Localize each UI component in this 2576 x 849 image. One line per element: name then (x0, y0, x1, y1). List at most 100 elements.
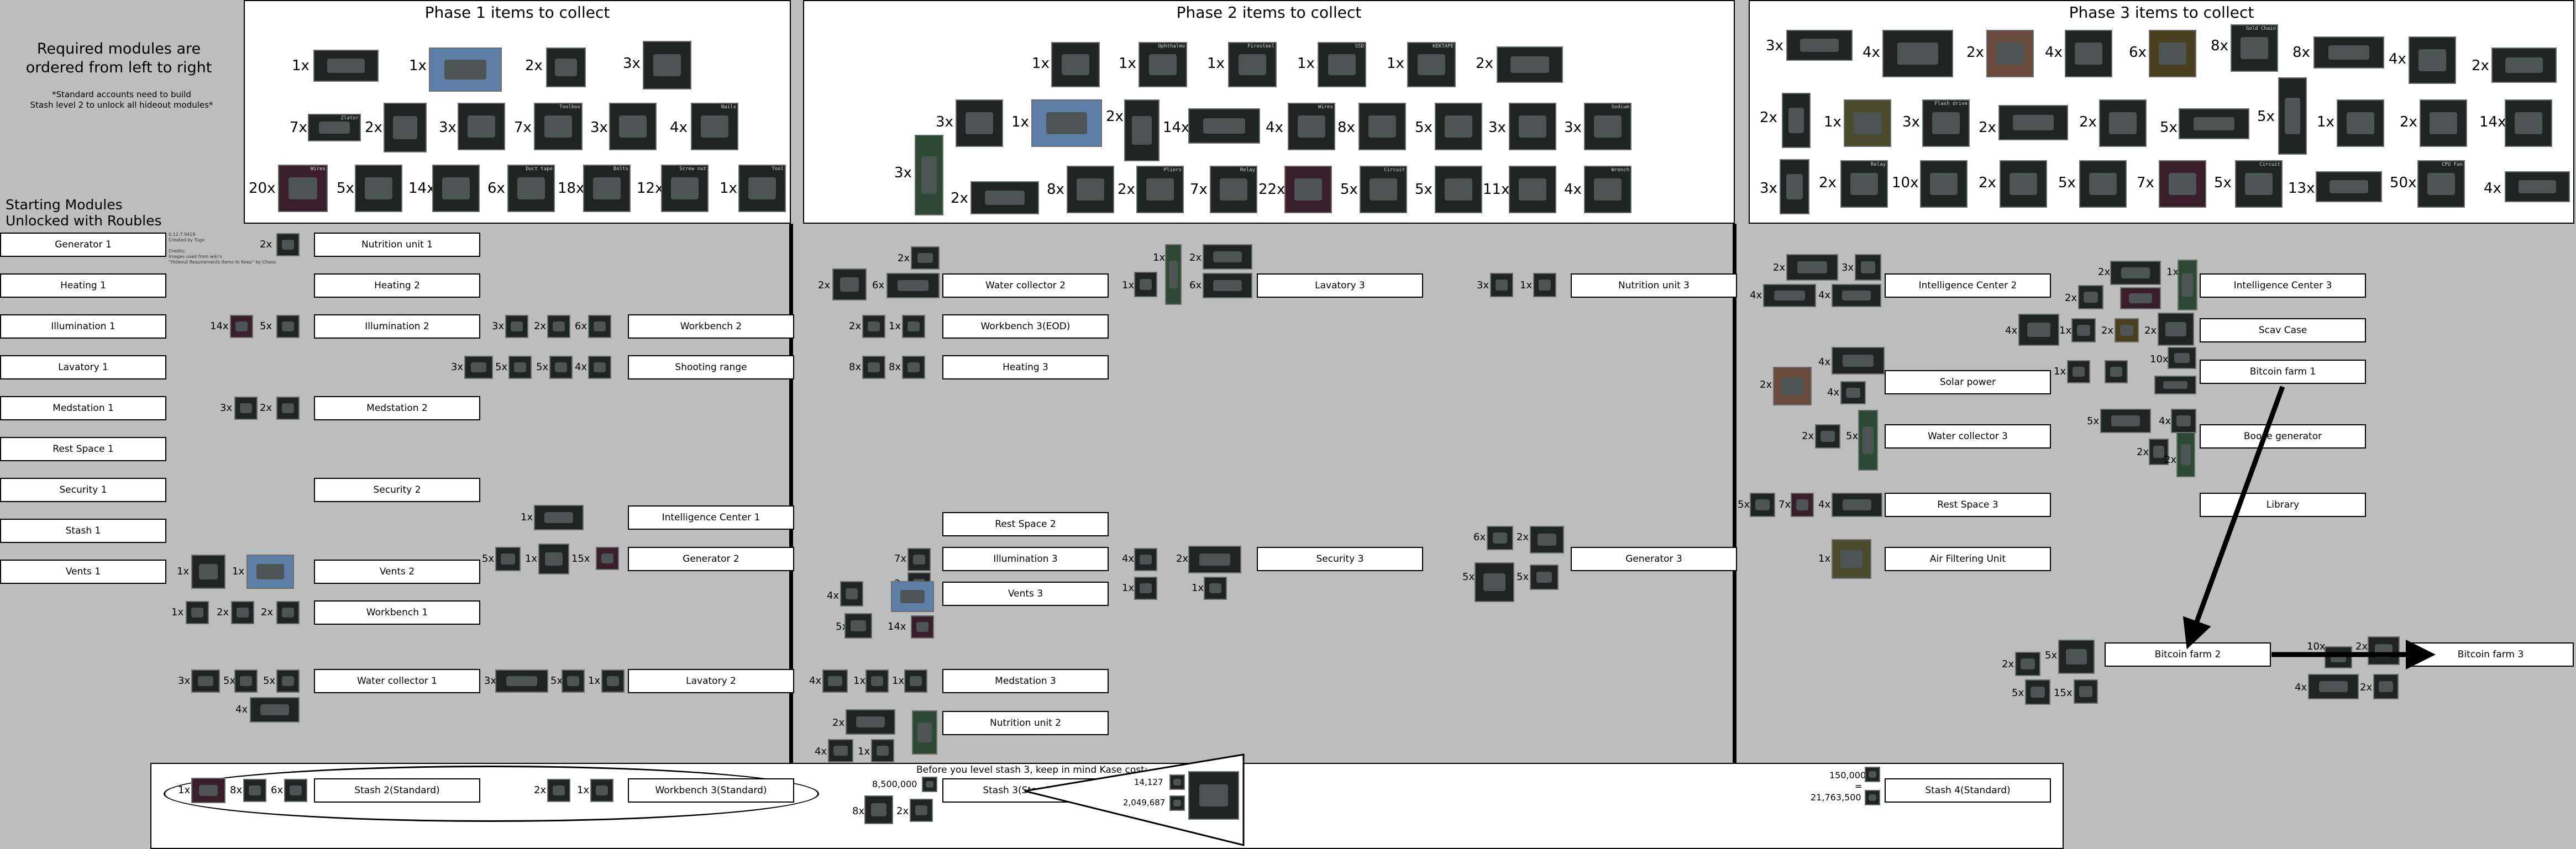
module-generator-2[interactable]: Generator 2 (628, 547, 794, 571)
rouble-icon (1865, 790, 1880, 805)
item-icon (2079, 160, 2127, 208)
module-solar-power[interactable]: Solar power (1885, 370, 2051, 394)
module-rest-space-1[interactable]: Rest Space 1 (0, 437, 166, 461)
item-icon (2018, 314, 2059, 346)
module-library[interactable]: Library (2200, 493, 2366, 517)
phase2-divider (1733, 224, 1736, 763)
module-lavatory-2[interactable]: Lavatory 2 (628, 669, 794, 693)
module-lavatory-1[interactable]: Lavatory 1 (0, 355, 166, 379)
phase3-qty: 2x (2472, 57, 2489, 74)
module-nutrition-unit-1[interactable]: Nutrition unit 1 (314, 233, 480, 257)
req-qty: 3x (178, 675, 191, 687)
item-icon: Wires (278, 165, 328, 212)
req-qty: 5x (260, 320, 272, 332)
module-vents-1[interactable]: Vents 1 (0, 560, 166, 584)
item-icon (2409, 36, 2456, 84)
item-icon (246, 555, 294, 589)
req-qty: 2x (818, 280, 831, 291)
module-water-collector-2[interactable]: Water collector 2 (942, 273, 1109, 298)
module-bitcoin-farm-1[interactable]: Bitcoin farm 1 (2200, 360, 2366, 384)
module-security-1[interactable]: Security 1 (0, 478, 166, 502)
module-security-3[interactable]: Security 3 (1257, 547, 1423, 571)
item-icon (822, 669, 848, 693)
req-qty: 1x (853, 675, 866, 687)
module-nutrition-unit-2[interactable]: Nutrition unit 2 (942, 711, 1109, 735)
item-icon (1204, 577, 1227, 600)
phase3-qty: 5x (2214, 175, 2232, 191)
module-intelligence-center-2[interactable]: Intelligence Center 2 (1885, 273, 2051, 298)
req-qty: 1x (1153, 252, 1166, 263)
module-medstation-3[interactable]: Medstation 3 (942, 669, 1109, 693)
module-rest-space-3[interactable]: Rest Space 3 (1885, 493, 2051, 517)
item-icon (562, 669, 585, 693)
phase2-qty: 14x (1163, 119, 1190, 136)
req-qty: 5x (1738, 499, 1750, 510)
module-lavatory-3[interactable]: Lavatory 3 (1257, 273, 1423, 298)
item-icon: Gold Chain (2231, 24, 2278, 72)
item-icon (1832, 539, 1871, 579)
module-scav-case[interactable]: Scav Case (2200, 318, 2366, 342)
module-heating-3[interactable]: Heating 3 (942, 355, 1109, 379)
item-icon (355, 165, 402, 212)
kase-icon (1188, 771, 1239, 820)
module-rest-space-2[interactable]: Rest Space 2 (942, 512, 1109, 536)
phase3-qty: 7x (2137, 175, 2154, 191)
item-icon (1844, 99, 1891, 147)
item-icon (1815, 424, 1840, 449)
module-water-collector-3[interactable]: Water collector 3 (1885, 424, 2051, 449)
module-stash-1[interactable]: Stash 1 (0, 519, 166, 543)
module-generator-1[interactable]: Generator 1 (0, 233, 166, 257)
module-stash-4-standard[interactable]: Stash 4(Standard) (1885, 778, 2051, 803)
item-icon (1435, 166, 1482, 213)
req-qty: 2x (832, 717, 845, 729)
item-icon (1203, 244, 1252, 270)
item-icon (508, 356, 532, 379)
module-medstation-1[interactable]: Medstation 1 (0, 396, 166, 420)
phase3-qty: 3x (1766, 38, 1783, 54)
item-icon: Sodium (1584, 103, 1631, 150)
item-icon (1165, 244, 1182, 305)
item-icon: Nails (691, 103, 738, 150)
module-workbench-2[interactable]: Workbench 2 (628, 314, 794, 339)
module-illumination-1[interactable]: Illumination 1 (0, 314, 166, 339)
phase3-qty: 1x (2317, 114, 2334, 130)
req-qty: 4x (809, 675, 822, 687)
module-stash-2-standard[interactable]: Stash 2(Standard) (314, 778, 480, 803)
module-nutrition-unit-3[interactable]: Nutrition unit 3 (1571, 273, 1737, 298)
item-icon (1786, 30, 1853, 61)
module-illumination-2[interactable]: Illumination 2 (314, 314, 480, 339)
req-qty: 5x (263, 675, 276, 687)
module-heating-1[interactable]: Heating 1 (0, 273, 166, 298)
module-air-filtering-unit[interactable]: Air Filtering Unit (1885, 547, 2051, 571)
item-icon (832, 268, 867, 300)
req-qty: 8x (849, 361, 862, 373)
module-intelligence-center-3[interactable]: Intelligence Center 3 (2200, 273, 2366, 298)
module-illumination-3[interactable]: Illumination 3 (942, 547, 1109, 571)
item-icon (2000, 160, 2047, 208)
phase1-qty: 3x (623, 55, 641, 72)
module-workbench-3-eod[interactable]: Workbench 3(EOD) (942, 314, 1109, 339)
req-qty: 4x (827, 590, 840, 602)
module-workbench-3-standard[interactable]: Workbench 3(Standard) (628, 778, 794, 803)
module-generator-3[interactable]: Generator 3 (1571, 547, 1737, 571)
module-medstation-2[interactable]: Medstation 2 (314, 396, 480, 420)
req-qty: 6x (271, 784, 284, 796)
intro-line-2: ordered from left to right (25, 59, 212, 76)
req-qty: 1x (525, 553, 538, 565)
module-intelligence-center-1[interactable]: Intelligence Center 1 (628, 505, 794, 530)
module-water-collector-1[interactable]: Water collector 1 (314, 669, 480, 693)
req-qty: 3x (1477, 280, 1489, 291)
item-icon: Ophthalmo (1139, 42, 1187, 87)
module-vents-3[interactable]: Vents 3 (942, 582, 1109, 606)
req-qty: 5x (223, 675, 236, 687)
module-shooting-range[interactable]: Shooting range (628, 355, 794, 379)
module-heating-2[interactable]: Heating 2 (314, 273, 480, 298)
req-qty: 4x (2295, 682, 2307, 693)
module-security-2[interactable]: Security 2 (314, 478, 480, 502)
req-qty: 5x (550, 675, 563, 687)
phase2-qty: 5x (1415, 119, 1433, 136)
module-booze-generator[interactable]: Booze generator (2200, 424, 2366, 449)
req-qty: 4x (2159, 415, 2171, 427)
module-vents-2[interactable]: Vents 2 (314, 560, 480, 584)
module-workbench-1[interactable]: Workbench 1 (314, 600, 480, 625)
